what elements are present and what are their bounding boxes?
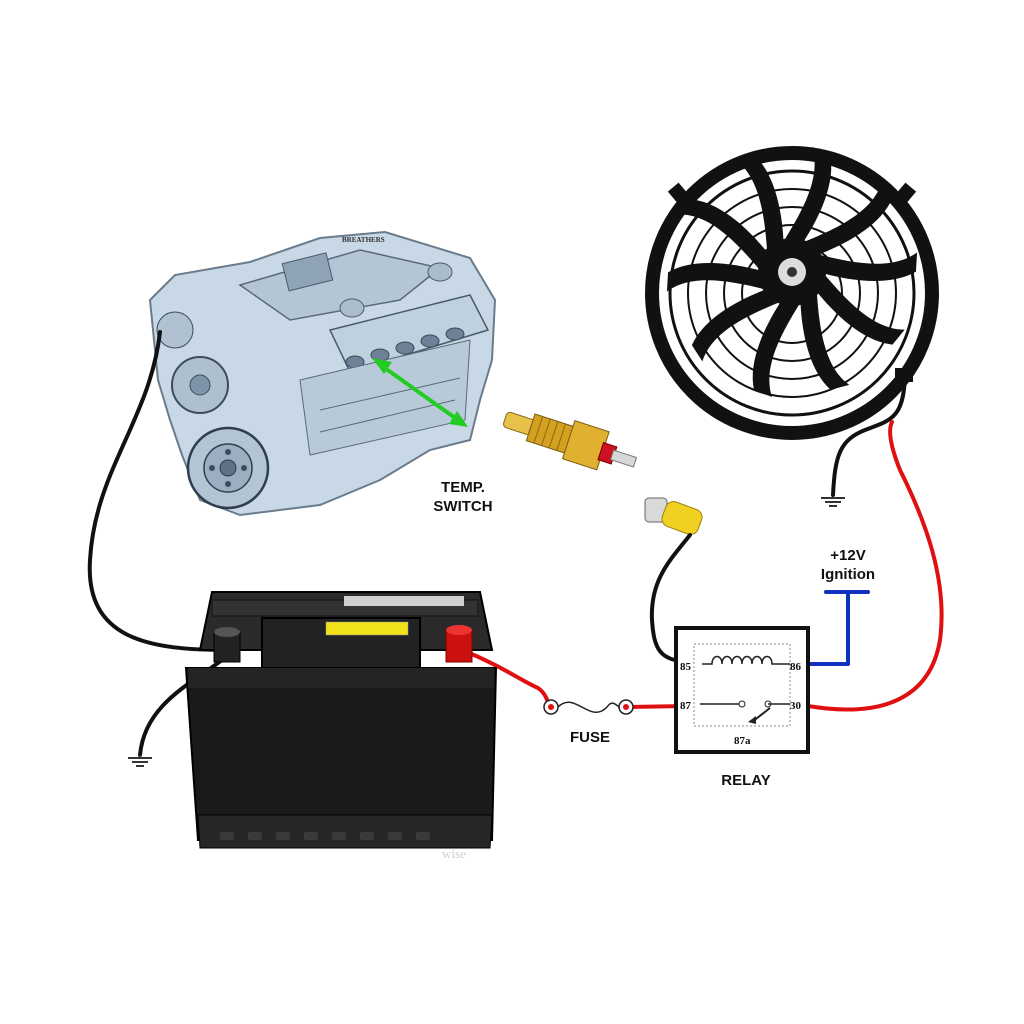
battery-watermark: wise	[442, 846, 466, 861]
temp-switch-label: TEMP. SWITCH	[418, 478, 508, 516]
engine-note: BREATHERS	[342, 236, 385, 244]
battery-icon: wise	[184, 591, 498, 861]
battery-ground-wire	[138, 653, 230, 757]
relay-pin-86: 86	[790, 661, 802, 673]
temperature-switch-icon	[503, 411, 638, 471]
fan-blade	[782, 147, 832, 244]
relay-label: RELAY	[721, 772, 771, 789]
relay-to-fan-wire	[806, 420, 944, 712]
fan-ground-symbol-icon	[821, 497, 845, 507]
ignition-wire	[806, 590, 850, 666]
fan-blade	[734, 154, 784, 256]
ignition-label-line1: +12V	[830, 547, 866, 564]
relay-pin-85: 85	[680, 661, 692, 673]
fuse-label: FUSE	[569, 729, 610, 746]
fan-blade	[815, 271, 905, 345]
relay-pin-87: 87	[680, 700, 692, 712]
fan-blade	[679, 199, 769, 273]
relay-pin-30: 30	[790, 700, 802, 712]
ignition-label-line2: Ignition	[820, 566, 876, 583]
relay-pin-87a: 87a	[734, 735, 751, 747]
fan-blade	[666, 263, 769, 292]
temp-sensor-location-arrow	[372, 358, 468, 427]
temp-switch-label-line2: SWITCH	[433, 498, 493, 515]
engine-drawing: BREATHERS	[148, 230, 497, 517]
ground-symbol-icon	[128, 755, 152, 767]
fan-blade	[815, 252, 918, 281]
fuse-icon	[543, 699, 634, 715]
temp-switch-label-line1: TEMP.	[441, 479, 485, 496]
fan-blade	[752, 300, 802, 397]
switch-to-relay-wire	[649, 533, 692, 664]
ignition-label: +12V Ignition	[808, 546, 888, 584]
fan-blade	[800, 288, 850, 390]
fan-blade	[691, 288, 784, 362]
fan-ground-wire	[831, 368, 907, 497]
spade-connector-icon	[644, 497, 703, 535]
relay-icon: 85 86 87 30 87a	[674, 626, 810, 754]
cooling-fan-icon	[645, 146, 939, 440]
fan-blade	[800, 182, 893, 256]
engine-ground-wire	[87, 330, 230, 652]
